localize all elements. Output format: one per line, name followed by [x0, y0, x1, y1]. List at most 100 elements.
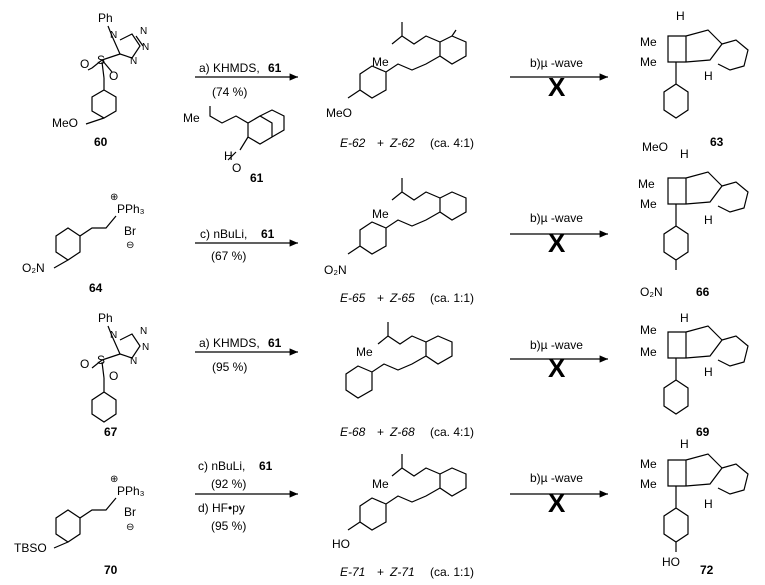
- sulfur-label: S: [97, 53, 105, 67]
- svg-text:O: O: [80, 357, 89, 371]
- compound-61: Me H O 61: [183, 106, 285, 185]
- svg-text:O₂N: O₂N: [22, 261, 45, 275]
- svg-text:E-68: E-68: [340, 425, 366, 439]
- svg-text:H: H: [680, 311, 689, 325]
- svg-text:PPh₃: PPh₃: [117, 484, 145, 498]
- svg-text:N: N: [110, 30, 117, 41]
- compound-id: 72: [700, 563, 714, 577]
- svg-text:(ca. 4:1): (ca. 4:1): [430, 136, 474, 150]
- svg-text:N: N: [142, 342, 149, 353]
- compound-67: Ph N N N N S O O 67: [80, 311, 149, 439]
- svg-text:HO: HO: [662, 555, 680, 569]
- svg-text:Z-62: Z-62: [389, 136, 415, 150]
- svg-text:⊕: ⊕: [110, 192, 118, 203]
- svg-text:H: H: [704, 365, 713, 379]
- compound-68: Me E-68 + Z-68 (ca. 4:1): [340, 322, 474, 439]
- svg-text:Br: Br: [124, 505, 136, 519]
- svg-text:Me: Me: [638, 177, 655, 191]
- svg-text:61: 61: [268, 336, 282, 350]
- svg-text:Me: Me: [640, 457, 657, 471]
- svg-text:⊖: ⊖: [126, 240, 134, 251]
- svg-text:Z-68: Z-68: [389, 425, 415, 439]
- aldehyde-id: 61: [250, 171, 264, 185]
- compound-70: ⊕ PPh₃ Br ⊖ TBSO 70: [14, 474, 145, 577]
- compound-id: 60: [94, 135, 108, 149]
- svg-text:(95 %): (95 %): [211, 519, 246, 533]
- svg-text:+: +: [377, 136, 384, 150]
- svg-text:N: N: [130, 356, 137, 367]
- svg-text:⊖: ⊖: [126, 522, 134, 533]
- svg-text:N: N: [110, 330, 117, 341]
- svg-text:61: 61: [261, 227, 275, 241]
- svg-text:(95 %): (95 %): [212, 360, 247, 374]
- compound-69: Me Me H H 69: [640, 311, 749, 439]
- svg-text:O: O: [232, 161, 241, 175]
- compound-71: Me HO E-71 + Z-71 (ca. 1:1): [332, 454, 474, 579]
- svg-text:E-65: E-65: [340, 291, 366, 305]
- svg-text:b)µ -wave: b)µ -wave: [530, 211, 583, 225]
- svg-text:(67 %): (67 %): [211, 249, 246, 263]
- compound-64: ⊕ PPh₃ Br ⊖ O₂N 64: [22, 192, 145, 295]
- svg-text:O₂N: O₂N: [324, 263, 347, 277]
- svg-text:+: +: [377, 425, 384, 439]
- svg-text:N: N: [142, 42, 149, 53]
- svg-text:d) HF•py: d) HF•py: [198, 501, 245, 515]
- svg-text:(ca. 1:1): (ca. 1:1): [430, 291, 474, 305]
- svg-text:N: N: [140, 26, 147, 37]
- svg-text:(ca. 4:1): (ca. 4:1): [430, 425, 474, 439]
- row-3: Ph N N N N S O O 67 a) KHMDS, 61 (95 %) …: [80, 311, 749, 439]
- substituent-label: MeO: [326, 106, 352, 120]
- svg-text:Br: Br: [124, 224, 136, 238]
- microwave-label: b)µ -wave: [530, 56, 583, 70]
- blocked-cross: X: [548, 228, 566, 258]
- svg-text:c) nBuLi,: c) nBuLi,: [198, 459, 245, 473]
- compound-60: Ph N N N N S O O MeO 60: [52, 11, 149, 149]
- svg-text:MeO: MeO: [642, 140, 668, 154]
- compound-id: 69: [696, 425, 710, 439]
- svg-text:b)µ -wave: b)µ -wave: [530, 338, 583, 352]
- compound-id: 64: [89, 281, 103, 295]
- compound-id: 67: [104, 425, 118, 439]
- svg-text:+: +: [377, 291, 384, 305]
- svg-text:PPh₃: PPh₃: [117, 202, 145, 216]
- row-4: ⊕ PPh₃ Br ⊖ TBSO 70 c) nBuLi, 61 (92 %) …: [14, 437, 749, 579]
- blocked-cross: X: [548, 353, 566, 383]
- oxygen-label: O: [80, 57, 89, 71]
- svg-text:H: H: [704, 213, 713, 227]
- row-2: ⊕ PPh₃ Br ⊖ O₂N 64 c) nBuLi, 61 (67 %) M…: [22, 147, 749, 305]
- svg-text:b)µ -wave: b)µ -wave: [530, 471, 583, 485]
- svg-text:Me: Me: [372, 477, 389, 491]
- svg-text:Me: Me: [640, 197, 657, 211]
- compound-63: Me Me H H MeO 63: [640, 9, 749, 154]
- svg-text:Me: Me: [372, 207, 389, 221]
- svg-text:N: N: [130, 56, 137, 67]
- svg-text:a) KHMDS,: a) KHMDS,: [199, 336, 260, 350]
- reagent-ref: 61: [268, 61, 282, 75]
- svg-text:N: N: [140, 326, 147, 337]
- svg-text:Me: Me: [640, 477, 657, 491]
- row-1: Ph N N N N S O O MeO 60 a) KHMDS, 61 (74…: [52, 9, 749, 185]
- svg-text:+: +: [377, 565, 384, 579]
- blocked-cross: X: [548, 488, 566, 518]
- compound-66: Me Me H H O₂N 66: [638, 147, 749, 299]
- compound-65: Me O₂N E-65 + Z-65 (ca. 1:1): [324, 178, 474, 305]
- svg-text:Z-71: Z-71: [389, 565, 415, 579]
- svg-text:Me: Me: [640, 345, 657, 359]
- yield-label: (74 %): [212, 85, 247, 99]
- substituent-label: MeO: [52, 116, 78, 130]
- blocked-cross: X: [548, 72, 566, 102]
- svg-text:HO: HO: [332, 537, 350, 551]
- svg-text:c) nBuLi,: c) nBuLi,: [200, 227, 247, 241]
- svg-text:H: H: [224, 149, 233, 163]
- svg-text:61: 61: [259, 459, 273, 473]
- svg-text:O: O: [109, 69, 118, 83]
- svg-text:Me: Me: [372, 55, 389, 69]
- svg-text:H: H: [704, 497, 713, 511]
- svg-text:H: H: [680, 437, 689, 451]
- svg-text:O₂N: O₂N: [640, 285, 663, 299]
- svg-text:(ca. 1:1): (ca. 1:1): [430, 565, 474, 579]
- svg-text:Me: Me: [640, 55, 657, 69]
- svg-text:H: H: [676, 9, 685, 23]
- svg-text:S: S: [97, 353, 105, 367]
